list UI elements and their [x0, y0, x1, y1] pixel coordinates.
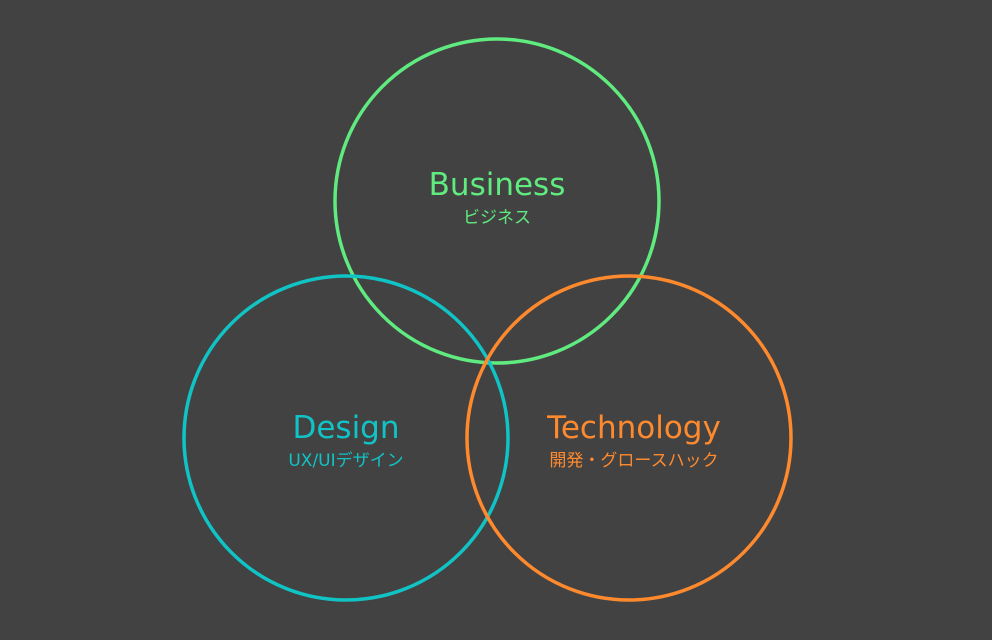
business-title: Business	[428, 167, 566, 203]
design-subtitle: UX/UIデザイン	[288, 451, 404, 471]
design-label: Design UX/UIデザイン	[288, 410, 403, 472]
business-subtitle: ビジネス	[462, 208, 531, 228]
technology-subtitle: 開発・グロースハック	[549, 451, 719, 471]
design-circle	[182, 274, 510, 602]
business-label: Business ビジネス	[429, 167, 566, 229]
technology-title: Technology	[547, 410, 721, 446]
design-title: Design	[292, 410, 400, 446]
technology-label: Technology 開発・グロースハック	[547, 410, 721, 472]
business-circle	[333, 37, 661, 365]
technology-circle	[465, 274, 793, 602]
